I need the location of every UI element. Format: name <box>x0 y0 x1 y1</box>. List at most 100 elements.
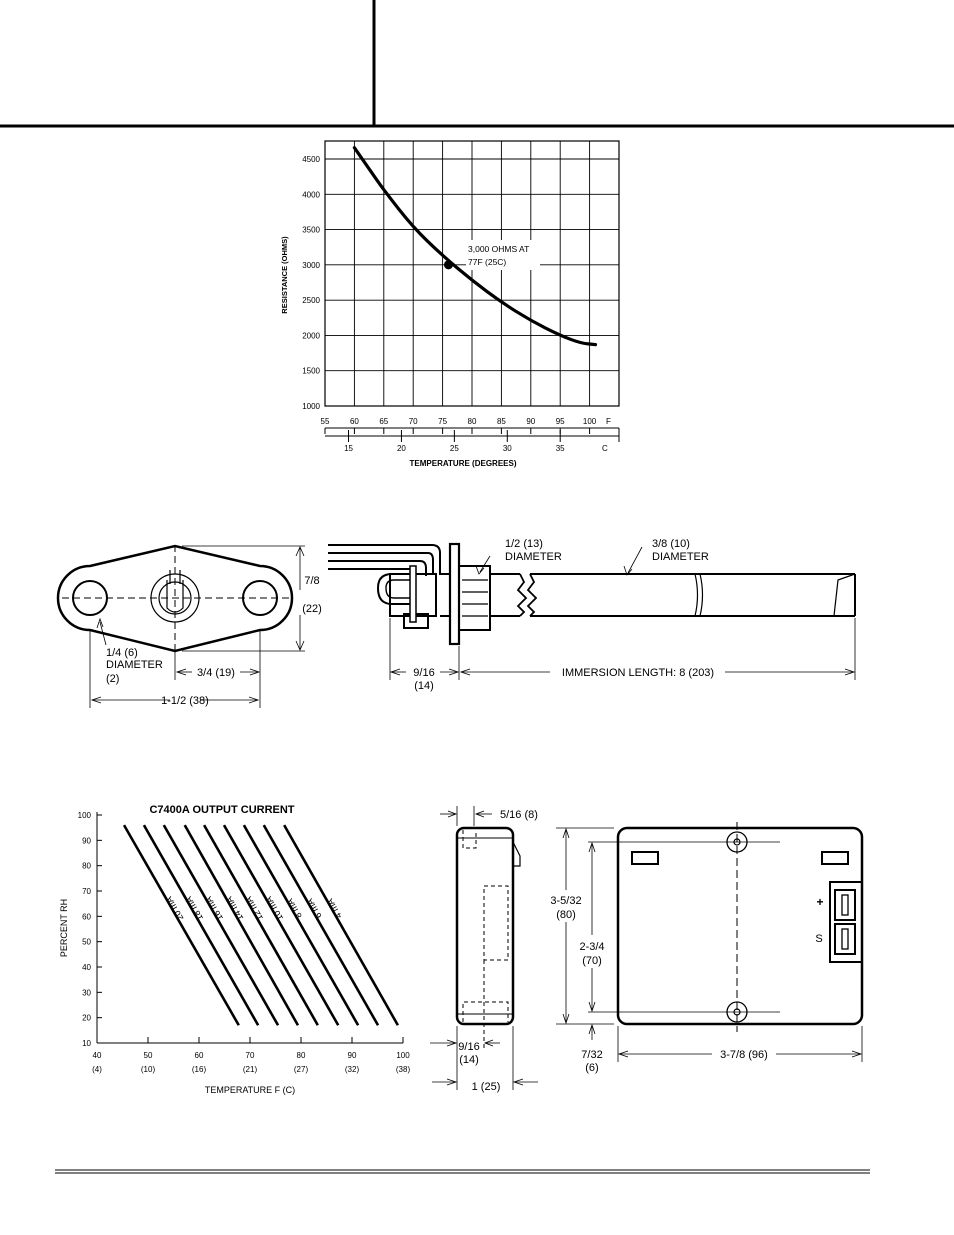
f-tick-label: 65 <box>379 417 388 426</box>
current-line <box>122 824 240 1026</box>
sensor-side-view <box>328 542 856 680</box>
y-tick-label: 80 <box>82 862 91 871</box>
current-line-label: 20 mA <box>164 895 186 923</box>
hole-diameter-word: DIAMETER <box>106 659 163 671</box>
current-line-label: 6 mA <box>305 897 324 920</box>
x-tick-label: 40 <box>93 1051 102 1060</box>
dim-height-mm-label: (22) <box>302 603 322 615</box>
y-tick-label: 70 <box>82 887 91 896</box>
y-tick-label: 4500 <box>302 155 320 164</box>
f-tick-label: 70 <box>409 417 418 426</box>
housing-face <box>616 826 864 1026</box>
c-tick-label: 25 <box>450 444 459 453</box>
current-line <box>222 824 340 1026</box>
inner-height-label: 2-3/4 <box>579 941 604 953</box>
x-tick-label: 100 <box>396 1051 410 1060</box>
x-tick-celsius-label: (4) <box>92 1065 102 1074</box>
current-line-label: 10 mA <box>264 895 286 923</box>
x-tick-celsius-label: (27) <box>294 1065 309 1074</box>
x-tick-label: 80 <box>297 1051 306 1060</box>
y-tick-label: 60 <box>82 912 91 921</box>
face-width-label: 3-7/8 (96) <box>720 1049 768 1061</box>
sensor-terminal <box>166 580 184 613</box>
terminal-s-label: S <box>815 933 822 945</box>
bottom-offset-left-label: 9/16 <box>458 1041 479 1053</box>
snap-slot-left <box>631 851 659 865</box>
y-tick-label: 2000 <box>302 331 320 340</box>
sensor-flange-side <box>448 542 461 646</box>
f-unit-label: F <box>606 417 611 426</box>
terminal-plus <box>834 889 856 921</box>
sensor-boss-outer <box>150 573 200 623</box>
y-tick-label: 3500 <box>302 226 320 235</box>
y-tick-label: 30 <box>82 988 91 997</box>
housing-side-labels: 5/16 (8) 9/16 (14) 1 (25) <box>458 809 538 1093</box>
resistance-curve <box>352 146 598 347</box>
outer-height-label: 3-5/32 <box>550 895 581 907</box>
x-tick-label: 90 <box>348 1051 357 1060</box>
sensor-front-view <box>56 544 305 708</box>
top-depth-label: 5/16 (8) <box>500 809 538 821</box>
bottom-offset-label: 7/32 <box>581 1049 602 1061</box>
snap-slot-right <box>821 851 849 865</box>
f-tick-label: 80 <box>468 417 477 426</box>
stem-diameter-label: 1/2 (13) <box>505 538 543 550</box>
current-line-label: 16 mA <box>203 895 225 923</box>
x-axis-label: TEMPERATURE F (C) <box>205 1085 295 1095</box>
hole-spacing-label: 3/4 (19) <box>197 667 235 679</box>
current-line <box>202 824 319 1026</box>
housing-front-labels: 3-5/32 (80) 2-3/4 (70) 7/32 (6) 3-7/8 (9… <box>550 895 823 1074</box>
flange-width-label: 1-1/2 (38) <box>161 695 209 707</box>
hole-diameter-mm: (2) <box>106 673 119 685</box>
hole-diameter-label: 1/4 (6) <box>106 647 138 659</box>
c-unit-label: C <box>602 444 608 453</box>
y-tick-label: 100 <box>78 811 92 820</box>
current-line-label: 14 mA <box>224 895 246 923</box>
immersion-length-label: IMMERSION LENGTH: 8 (203) <box>562 667 714 679</box>
f-tick-label: 60 <box>350 417 359 426</box>
y-tick-label: 4000 <box>302 190 320 199</box>
y-tick-label: 2500 <box>302 296 320 305</box>
resistance-chart-y-ticks: 1000 1500 2000 2500 3000 3500 4000 4500 <box>302 155 320 411</box>
annotation-line-1: 3,000 OHMS AT <box>468 244 529 254</box>
side-width-label: 1 (25) <box>472 1081 501 1093</box>
x-tick-label: 60 <box>195 1051 204 1060</box>
current-line <box>183 824 300 1026</box>
housing-side <box>455 826 515 1026</box>
annotation-background <box>466 240 540 270</box>
sensor-side-labels: 1/2 (13) DIAMETER 3/8 (10) DIAMETER 9/16… <box>413 538 714 692</box>
output-chart-x-ticks: 40(4)50(10)60(16)70(21)80(27)90(32)100(3… <box>92 1037 410 1074</box>
x-axis-label: TEMPERATURE (DEGREES) <box>410 459 517 468</box>
housing-front-view <box>556 822 864 1062</box>
c-tick-label: 30 <box>503 444 512 453</box>
c-tick-label: 15 <box>344 444 353 453</box>
c-tick-label: 20 <box>397 444 406 453</box>
resistance-chart-grid <box>324 140 620 407</box>
current-line <box>162 824 280 1026</box>
x-tick-celsius-label: (32) <box>345 1065 360 1074</box>
x-tick-celsius-label: (38) <box>396 1065 411 1074</box>
reference-point-marker <box>443 260 453 270</box>
dim-height-label: 7/8 <box>304 575 319 587</box>
y-tick-label: 50 <box>82 938 91 947</box>
probe-diameter-word: DIAMETER <box>652 551 709 563</box>
chart-title: C7400A OUTPUT CURRENT <box>149 804 294 816</box>
flange-depth-mm: (14) <box>414 680 434 692</box>
y-tick-label: 1500 <box>302 367 320 376</box>
bottom-offset-left-mm: (14) <box>459 1054 479 1066</box>
inner-height-mm: (70) <box>582 955 602 967</box>
y-tick-label: 3000 <box>302 261 320 270</box>
f-tick-label: 90 <box>526 417 535 426</box>
x-tick-celsius-label: (16) <box>192 1065 207 1074</box>
y-tick-label: 1000 <box>302 402 320 411</box>
current-line <box>283 824 400 1026</box>
outer-height-mm: (80) <box>556 909 576 921</box>
y-tick-label: 20 <box>82 1014 91 1023</box>
sensor-boss-inner <box>158 581 192 615</box>
